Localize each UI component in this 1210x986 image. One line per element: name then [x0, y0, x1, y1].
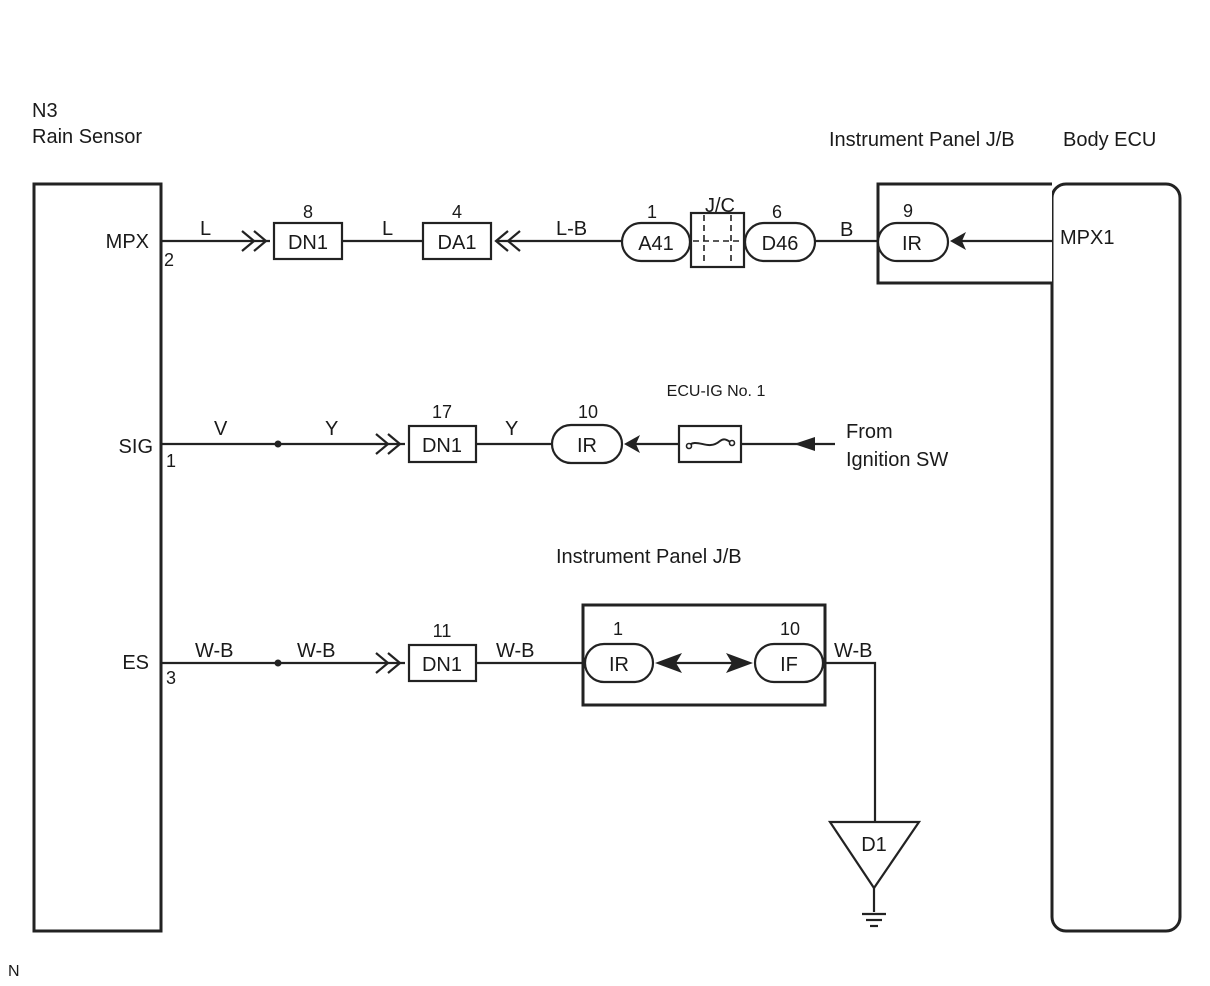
wire-color-wb4: W-B	[834, 640, 873, 662]
ir-pin-sig: 10	[578, 402, 598, 422]
dn1-connector-box-es	[407, 643, 478, 683]
ir-label-sig: IR	[577, 435, 597, 457]
ir-pin-top: 9	[903, 201, 913, 221]
pin-es-name: ES	[122, 652, 149, 674]
terminal-arrow-icon	[655, 653, 682, 673]
ir-label-top: IR	[902, 233, 922, 255]
if-connector-es	[753, 642, 825, 684]
ir-pin-es: 1	[613, 619, 623, 639]
connector-chevron-icon	[387, 652, 402, 674]
rain-sensor-name: Rain Sensor	[32, 126, 142, 148]
dn1-pin-es: 11	[433, 621, 452, 641]
connector-chevron-icon	[375, 433, 390, 455]
body-ecu-title: Body ECU	[1063, 129, 1156, 151]
rain-sensor-box	[32, 182, 163, 933]
pin-mpx-num: 2	[164, 250, 174, 270]
wire-color-y2: Y	[505, 418, 518, 440]
connector-chevron-icon	[375, 652, 390, 674]
wire-color-wb3: W-B	[496, 640, 535, 662]
dn1-label-sig: DN1	[422, 435, 462, 457]
pin-mpx1-name: MPX1	[1060, 227, 1114, 249]
da1-pin: 4	[452, 202, 462, 222]
if-pin-es: 10	[780, 619, 800, 639]
es-circuit: W-B W-B DN1 11 W-B IR 1 IF 10 W-B D1	[162, 603, 922, 928]
terminal-arrow-icon	[726, 653, 753, 673]
d46-pin: 6	[772, 202, 782, 222]
input-arrow-icon	[794, 437, 815, 451]
ground-wire	[825, 661, 877, 822]
sig-circuit: V Y DN1 17 Y IR 10 ECU-IG No. 1 From Ign…	[162, 383, 948, 471]
ground-point-d1	[827, 820, 922, 890]
ir-connector-top	[876, 221, 950, 263]
wire-color-y1: Y	[325, 418, 338, 440]
dn1-label: DN1	[288, 232, 328, 254]
pin-sig-name: SIG	[119, 436, 153, 458]
terminal-arrow-icon	[950, 232, 966, 250]
connector-chevron-icon	[387, 433, 402, 455]
fuse-label: ECU-IG No. 1	[667, 383, 766, 400]
ip-jb-title-top: Instrument Panel J/B	[829, 129, 1015, 151]
ground-icon	[862, 912, 886, 928]
jc-label: J/C	[705, 195, 735, 217]
from-label-2: Ignition SW	[846, 449, 948, 471]
terminal-arrow-icon	[624, 435, 640, 453]
wire-color-b: B	[840, 219, 853, 241]
ir-connector-sig	[550, 423, 624, 465]
dn1-label-es: DN1	[422, 654, 462, 676]
dn1-pin-sig: 17	[432, 402, 452, 422]
connector-chevron-icon	[241, 230, 256, 252]
da1-connector-box	[421, 221, 493, 261]
wire-color-l1: L	[200, 218, 211, 240]
splice-point	[274, 659, 282, 667]
da1-label: DA1	[438, 232, 477, 254]
d46-label: D46	[762, 233, 799, 255]
wire-color-v: V	[214, 418, 228, 440]
dn1-pin: 8	[303, 202, 313, 222]
rain-sensor-code: N3	[32, 100, 58, 122]
body-ecu-box	[1050, 182, 1182, 933]
from-label-1: From	[846, 421, 893, 443]
ip-jb-title-mid: Instrument Panel J/B	[556, 546, 742, 568]
wire-color-lb: L-B	[556, 218, 587, 240]
jc-junction-box	[689, 211, 746, 269]
connector-chevron-icon	[253, 230, 268, 252]
wire-color-l2: L	[382, 218, 393, 240]
if-label-es: IF	[780, 654, 798, 676]
a41-label: A41	[638, 233, 674, 255]
wire-color-wb1: W-B	[195, 640, 234, 662]
pin-es-num: 3	[166, 668, 176, 688]
mpx-circuit: L DN1 8 L DA1 4 L-B A41 1 J/C D46 6 B IR…	[162, 195, 1052, 269]
ir-label-es: IR	[609, 654, 629, 676]
a41-pin: 1	[647, 202, 657, 222]
pin-sig-num: 1	[166, 451, 176, 471]
dn1-connector-box-sig	[407, 424, 478, 464]
splice-point	[274, 440, 282, 448]
ir-connector-es	[583, 642, 655, 684]
ground-label: D1	[861, 834, 887, 856]
pin-mpx-name: MPX	[106, 231, 149, 253]
wire-color-wb2: W-B	[297, 640, 336, 662]
corner-note: N	[8, 963, 20, 980]
